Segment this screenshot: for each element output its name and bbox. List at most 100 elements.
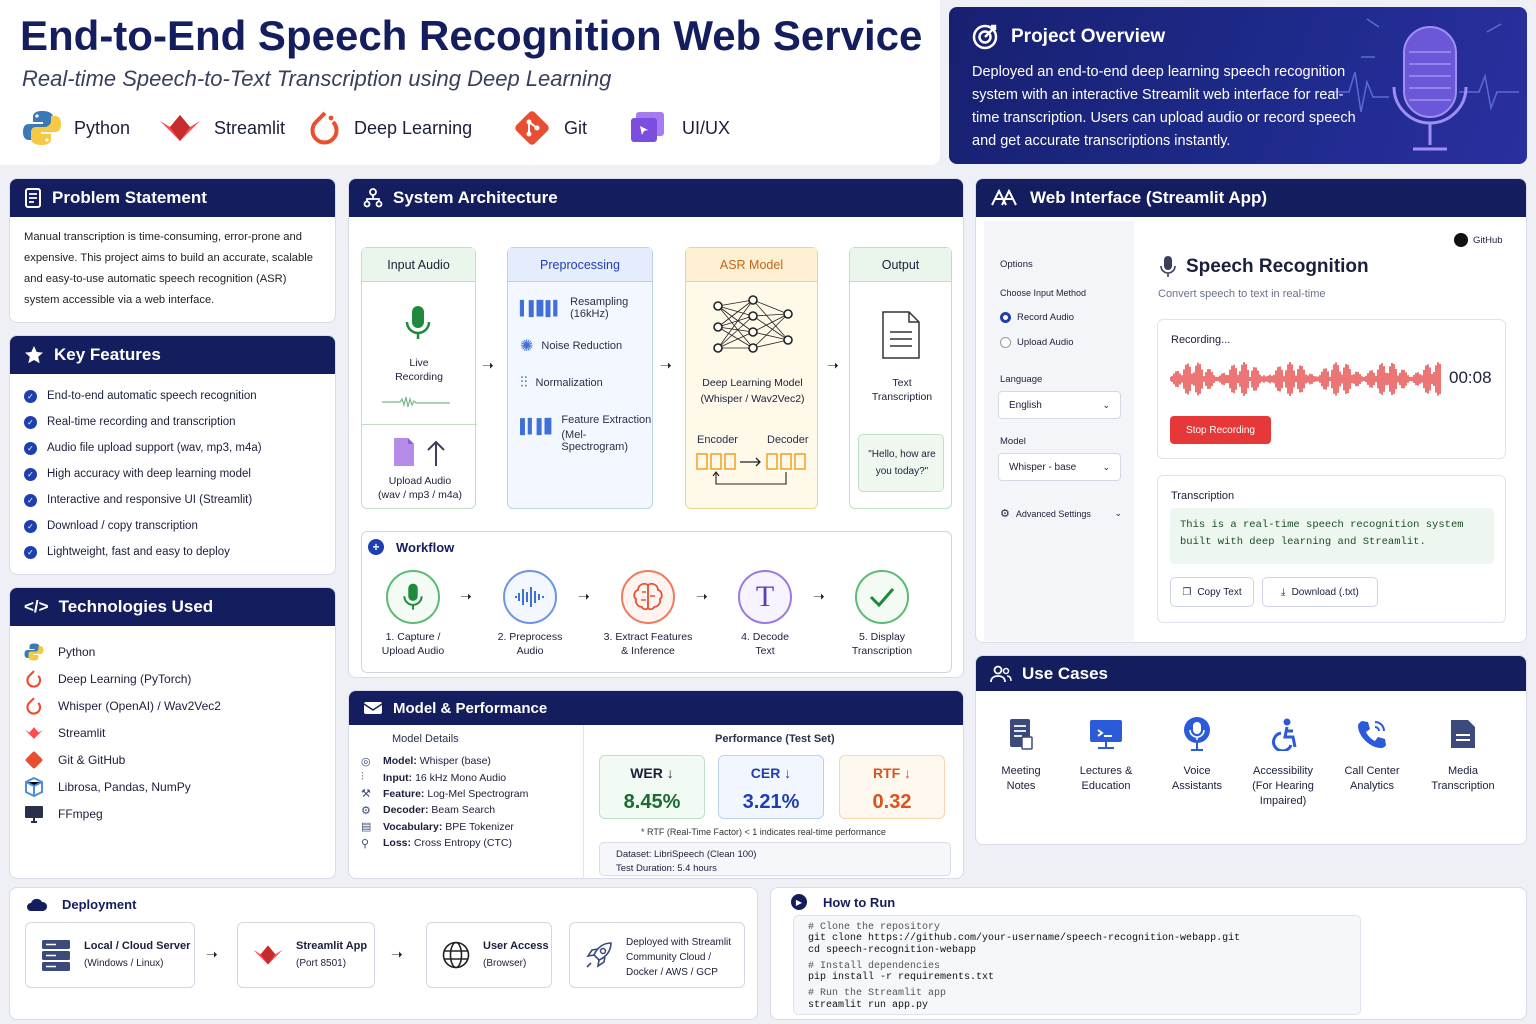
output-quote-box — [858, 434, 944, 492]
preprocessing-box: Preprocessing ▍▌▋▌▍Resampling (16kHz) ✺N… — [507, 247, 653, 509]
workflow-step-label: 1. Capture /Upload Audio — [381, 631, 445, 657]
overview-text: Deployed an end-to-end deep learning spe… — [972, 64, 1356, 149]
streamlit-icon — [24, 726, 44, 739]
tech-item: Python — [24, 638, 321, 665]
detail-icon: ⚲ — [361, 837, 370, 850]
flow-arrow: ➝ — [660, 357, 672, 373]
model-details-list: ◎Model: Whisper (base)⫶Input: 16 kHz Mon… — [361, 753, 528, 851]
detail-value: Cross Entropy (CTC) — [411, 837, 512, 850]
model-card: Model & Performance Model Details ◎Model… — [348, 690, 964, 879]
presentation-icon — [1090, 720, 1122, 749]
input-method-label: Choose Input Method — [1000, 288, 1087, 298]
workflow-step-capture — [386, 570, 440, 624]
feature-label: Real-time recording and transcription — [47, 416, 236, 428]
model-select[interactable]: Whisper - base⌄ — [998, 453, 1121, 481]
architecture-card: System Architecture Input Audio Live Rec… — [348, 178, 964, 678]
perf-title: Performance (Test Set) — [715, 733, 835, 745]
radio-upload-audio[interactable]: Upload Audio — [1000, 337, 1074, 348]
output-box: Output Text Transcription "Hello, how ar… — [849, 247, 952, 509]
phone-icon — [1358, 721, 1386, 748]
badge-git: Git — [512, 108, 628, 148]
copy-text-button[interactable]: ❐Copy Text — [1170, 577, 1254, 607]
code-line: cd speech-recognition-webapp — [808, 944, 977, 956]
document-icon — [25, 188, 41, 208]
test-duration-label: Test Duration: 5.4 hours — [616, 863, 717, 874]
workflow-title: Workflow — [396, 539, 455, 555]
pytorch-icon — [26, 669, 42, 688]
tech-item: FFmpeg — [24, 800, 321, 827]
language-select[interactable]: English⌄ — [998, 391, 1121, 419]
feature-label: End-to-end automatic speech recognition — [47, 390, 257, 402]
architecture-header: System Architecture — [349, 179, 963, 217]
file-upload-icon — [394, 438, 445, 466]
architecture-title: System Architecture — [393, 188, 558, 207]
detail-key: Feature: — [383, 787, 425, 800]
encoder-decoder-diagram — [696, 453, 806, 485]
code-line: # Clone the repository — [808, 922, 941, 933]
badge-label: Python — [74, 117, 131, 138]
stop-recording-button[interactable]: Stop Recording — [1170, 416, 1271, 444]
features-header: Key Features — [10, 336, 335, 374]
radio-selected-icon — [1000, 312, 1011, 323]
tech-label: Whisper (OpenAI) / Wav2Vec2 — [58, 698, 221, 713]
output-quote: "Hello, how are you today?" — [868, 449, 936, 477]
flow-arrow: ➝ — [460, 588, 472, 604]
model-label: Model — [1000, 436, 1026, 447]
voice-assistant-icon — [1184, 717, 1210, 751]
page-title: End-to-End Speech Recognition Web Servic… — [20, 12, 923, 59]
chevron-down-icon: ⌄ — [1102, 461, 1110, 472]
git-icon — [515, 111, 549, 145]
github-icon — [1454, 233, 1468, 247]
web-interface-header: Web Interface (Streamlit App) — [976, 179, 1526, 217]
how-to-run-title: How to Run — [823, 894, 896, 910]
badge-uiux: UI/UX — [628, 108, 748, 148]
pre-step: ✺Noise Reduction — [520, 338, 623, 355]
github-link[interactable]: GitHub — [1454, 233, 1503, 247]
sliders-icon: ⫶⫶ — [520, 374, 528, 391]
tech-label: Git & GitHub — [58, 752, 126, 767]
feature-label: High accuracy with deep learning model — [47, 468, 251, 480]
detail-icon: ⚙ — [361, 804, 371, 817]
notes-icon — [1010, 719, 1033, 750]
radio-record-audio[interactable]: Record Audio — [1000, 312, 1074, 323]
rtf-metric: RTF ↓0.32 — [839, 755, 945, 819]
deployment-heading: Deployment — [26, 896, 136, 912]
upload-formats-label: (wav / mp3 / m4a) — [377, 489, 463, 501]
download-button[interactable]: ⤓Download (.txt) — [1262, 577, 1378, 607]
model-detail-row: ⚲ Loss: Cross Entropy (CTC) — [361, 835, 528, 851]
live-recording-label: Live Recording — [395, 357, 443, 383]
badge-streamlit: Streamlit — [158, 113, 308, 143]
cloud-icon — [27, 898, 48, 911]
microphone-icon — [405, 306, 431, 339]
model-detail-row: ⫶Input: 16 kHz Mono Audio — [361, 769, 528, 785]
detail-value: 16 kHz Mono Audio — [412, 771, 507, 784]
gear-icon: ⚙ — [1000, 508, 1010, 520]
badge-label: Streamlit — [214, 117, 286, 138]
detail-key: Input: — [383, 771, 413, 784]
badge-deep-learning: Deep Learning — [308, 109, 512, 147]
git-icon — [25, 751, 43, 768]
detail-icon: ⚒ — [361, 788, 371, 801]
badge-label: UI/UX — [682, 117, 731, 138]
model-header: Model & Performance — [349, 691, 963, 725]
input-audio-box: Input Audio Live Recording Upload Audio … — [361, 247, 477, 509]
recording-panel: Recording... 00:08 Stop Recording — [1157, 319, 1506, 459]
deployment-card: Deployment Local / Cloud Server(Windows … — [9, 887, 758, 1020]
use-cases-title: Use Cases — [1022, 663, 1109, 683]
model-sublabel: (Whisper / Wav2Vec2) — [700, 393, 805, 405]
detail-key: Loss: — [383, 837, 412, 850]
advanced-settings-toggle[interactable]: ⚙Advanced Settings⌄ — [1000, 508, 1122, 520]
workflow-step-display — [855, 570, 909, 624]
streamlit-logo-icon — [991, 189, 1017, 206]
detail-key: Vocabulary: — [383, 820, 443, 833]
hierarchy-icon — [363, 188, 383, 208]
badge-python: Python — [22, 108, 158, 148]
check-circle-icon: ✓ — [24, 467, 37, 481]
waveform-icon — [382, 396, 450, 408]
problem-title: Problem Statement — [52, 188, 207, 207]
tech-header: </> Technologies Used — [10, 588, 335, 626]
